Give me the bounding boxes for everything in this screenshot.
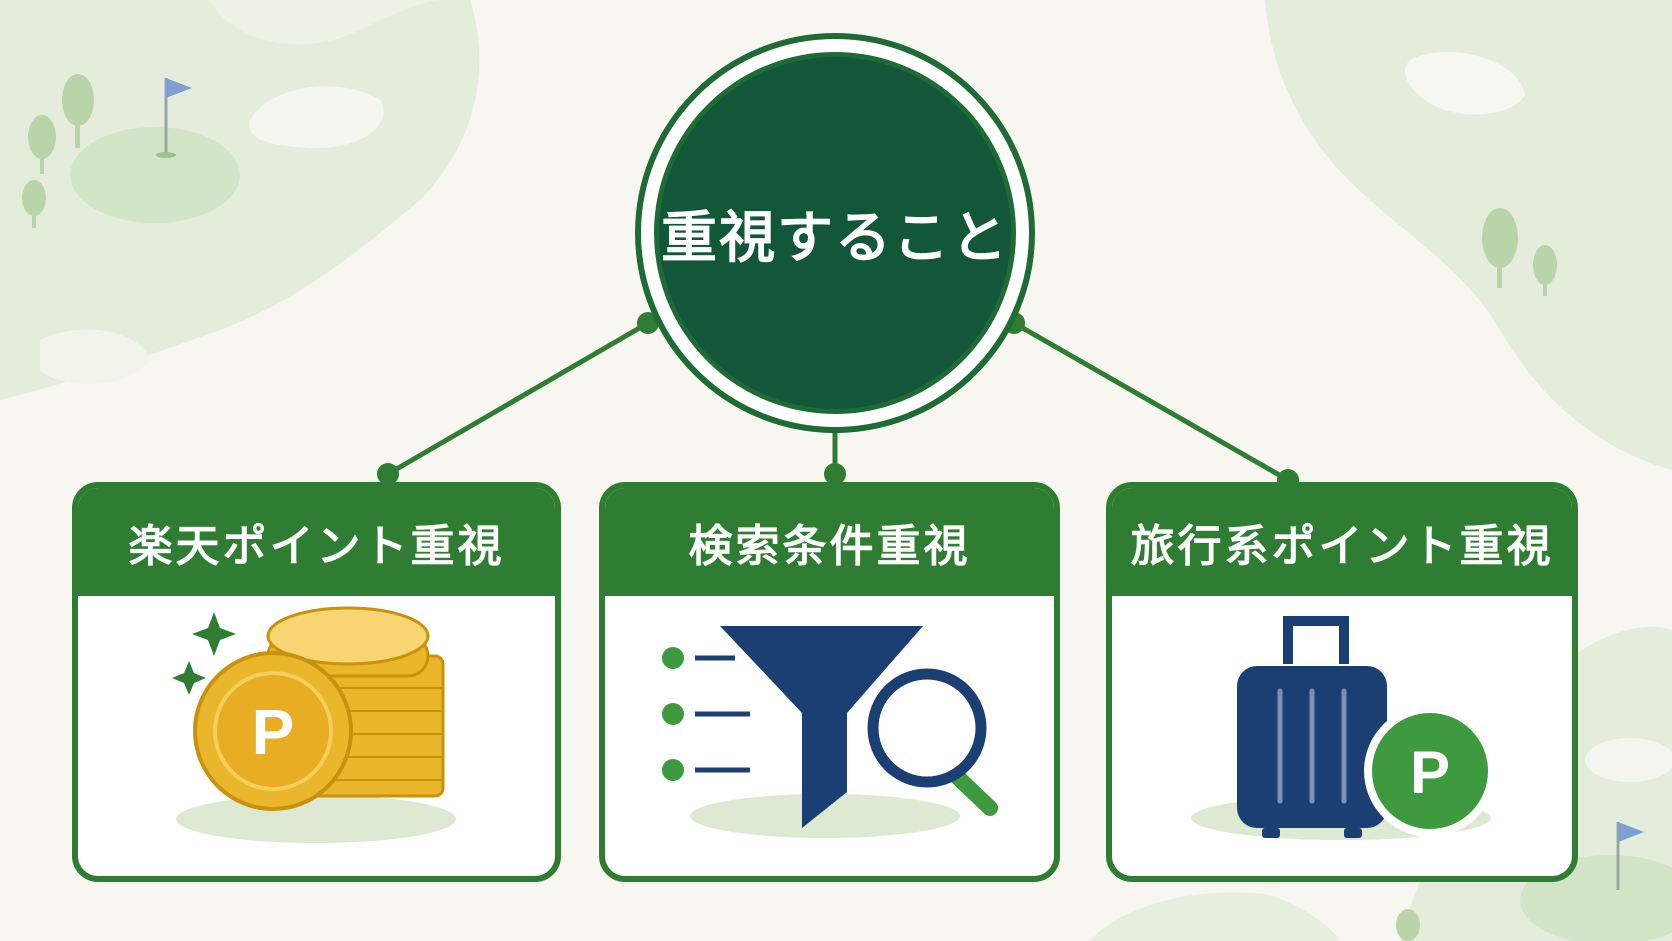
coin-badge: P [252, 696, 295, 768]
card-title: 楽天ポイント重視 [78, 488, 555, 596]
coin-stack-icon: P [172, 606, 456, 843]
filter-search-icon [662, 626, 998, 838]
hub-circle: 重視すること [635, 33, 1035, 433]
green-patch [70, 127, 240, 223]
card-title: 旅行系ポイント重視 [1112, 488, 1572, 596]
tree-icons [22, 74, 1557, 941]
hub-inner: 重視すること [654, 52, 1016, 414]
sparkle-icon [172, 612, 236, 695]
card-title: 検索条件重視 [605, 488, 1054, 596]
hub-title: 重視すること [661, 205, 1009, 271]
list-lines [695, 655, 750, 773]
magnifier-icon [867, 668, 987, 788]
connector-node [377, 463, 399, 485]
card-search-conditions: 検索条件重視 [599, 482, 1060, 882]
card-travel-points: 旅行系ポイント重視 P [1106, 482, 1578, 882]
points-badge: P [1410, 739, 1450, 806]
list-bullet-icons [662, 647, 684, 781]
suitcase-icon: P [1191, 616, 1496, 840]
connector-node [824, 463, 846, 485]
card-rakuten-points: 楽天ポイント重視 P [72, 482, 561, 882]
flag-icons [156, 78, 1644, 890]
